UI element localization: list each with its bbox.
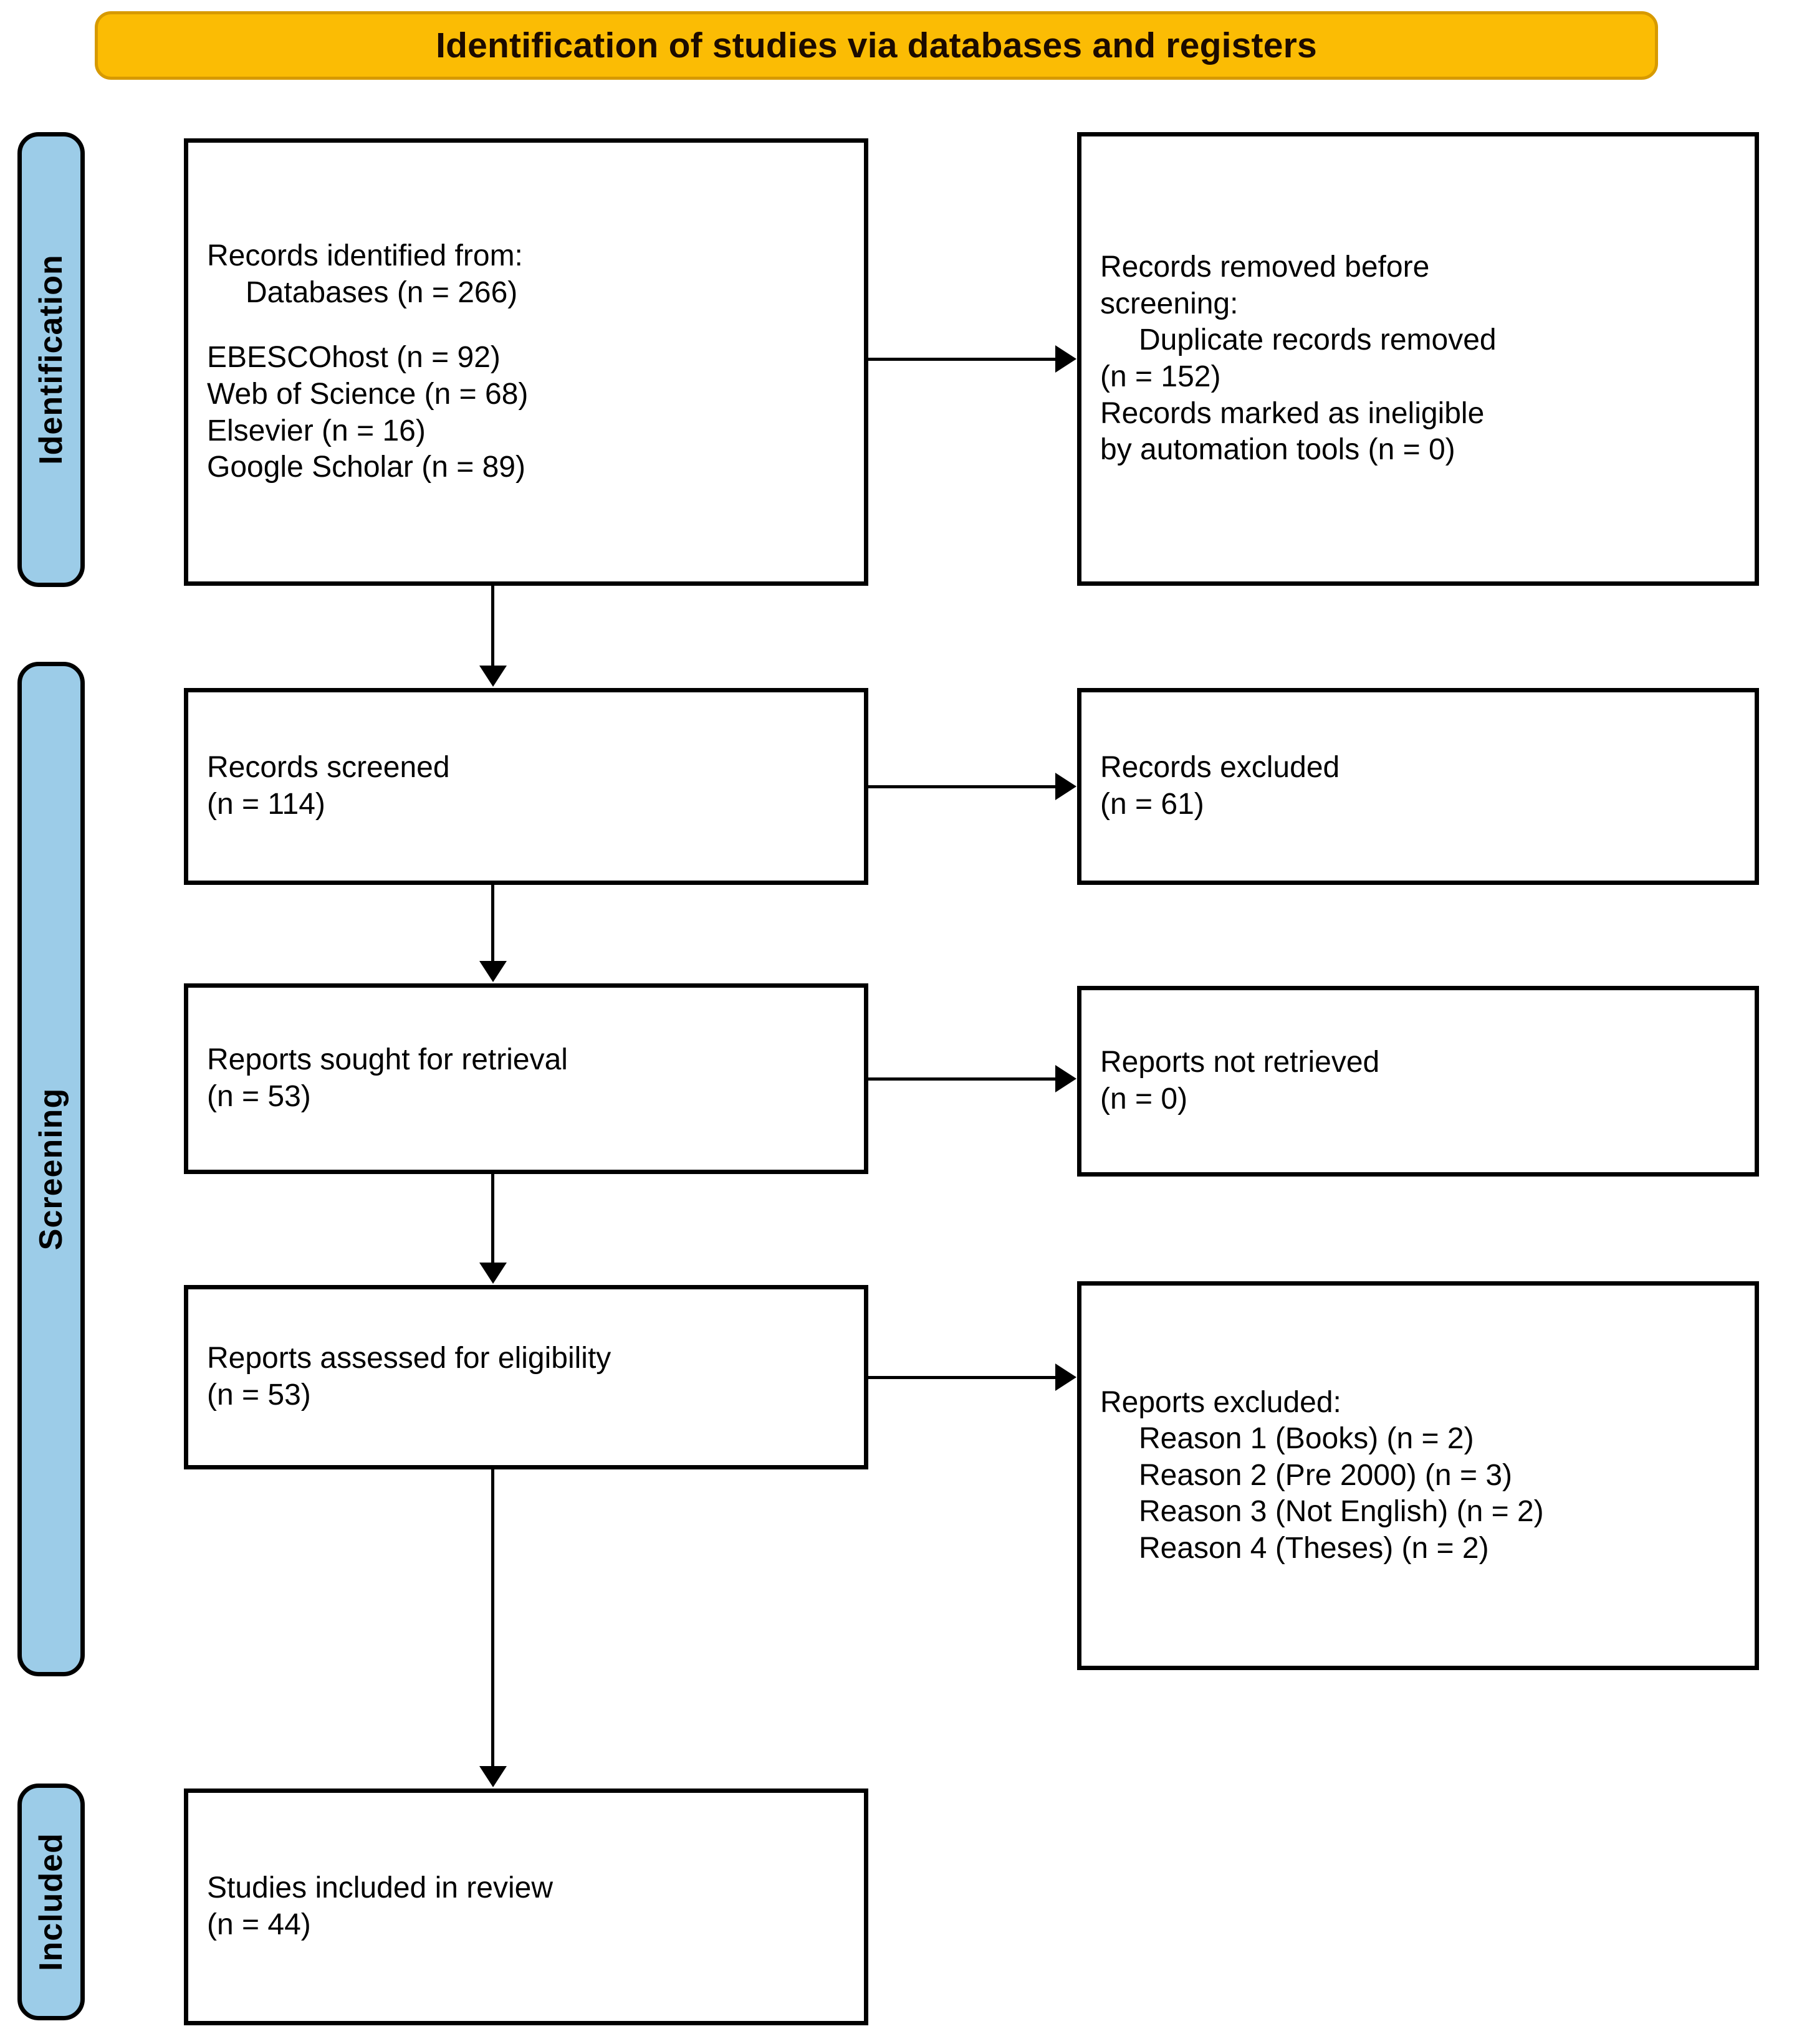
reports-excluded-heading: Reports excluded:	[1100, 1385, 1341, 1419]
reports-excluded-reason-3: Reason 4 (Theses) (n = 2)	[1139, 1531, 1489, 1565]
stage-tab-identification: Identification	[17, 132, 85, 587]
box-reports-sought-for-retrieval: Reports sought for retrieval (n = 53)	[184, 983, 868, 1174]
connector-screened-to-sought	[491, 885, 494, 961]
connector-assessed-to-included	[491, 1469, 494, 1766]
records-removed-heading-italic-screening: screening	[1100, 287, 1230, 320]
records-identified-heading: Records identified from:	[207, 239, 523, 273]
records-ineligible-automation-line1: Records marked as ineligible	[1100, 396, 1485, 430]
stage-tab-included: Included	[17, 1784, 85, 2020]
arrowhead-screened-to-excluded	[1055, 773, 1076, 800]
page-title: Identification of studies via databases …	[436, 26, 1317, 65]
reports-assessed-label: Reports assessed for eligibility	[207, 1342, 611, 1375]
connector-sought-to-assessed	[491, 1174, 494, 1263]
duplicate-records-removed-line1: Duplicate records removed	[1139, 323, 1497, 357]
arrowhead-sought-to-assessed	[479, 1263, 507, 1284]
duplicate-records-removed-count: (n = 152)	[1100, 360, 1221, 393]
stage-tab-screening: Screening	[17, 662, 85, 1676]
connector-assessed-to-reports-excluded	[868, 1376, 1055, 1379]
box-records-screened: Records screened (n = 114)	[184, 688, 868, 885]
records-identified-source-0: EBESCOhost (n = 92)	[207, 341, 501, 375]
stage-tab-identification-label: Identification	[33, 254, 69, 465]
reports-excluded-reason-1: Reason 2 (Pre 2000) (n = 3)	[1139, 1458, 1512, 1492]
stage-tab-included-label: Included	[33, 1833, 70, 1971]
reports-sought-count: (n = 53)	[207, 1080, 311, 1113]
reports-excluded-reason-0: Reason 1 (Books) (n = 2)	[1139, 1422, 1474, 1456]
connector-identified-to-removed	[868, 358, 1055, 361]
box-reports-not-retrieved: Reports not retrieved (n = 0)	[1077, 986, 1759, 1177]
studies-included-label: Studies included in review	[207, 1871, 553, 1905]
box-records-excluded: Records excluded (n = 61)	[1077, 688, 1759, 885]
reports-not-retrieved-count: (n = 0)	[1100, 1082, 1188, 1115]
records-removed-heading-line2: screening:	[1100, 286, 1736, 323]
records-identified-databases-total: Databases (n = 266)	[246, 275, 518, 309]
records-ineligible-automation-line2: by automation tools (n = 0)	[1100, 433, 1455, 467]
records-identified-spacer	[207, 311, 845, 340]
arrowhead-assessed-to-reports-excluded	[1055, 1363, 1076, 1391]
records-identified-source-2: Elsevier (n = 16)	[207, 414, 426, 447]
records-excluded-count: (n = 61)	[1100, 788, 1204, 821]
records-removed-heading-plain: Records removed	[1100, 251, 1345, 284]
reports-not-retrieved-label: Reports not retrieved	[1100, 1046, 1380, 1079]
records-screened-label: Records screened	[207, 751, 450, 785]
box-records-removed-before-screening: Records removed before screening: Duplic…	[1077, 132, 1759, 586]
connector-sought-to-not-retrieved	[868, 1077, 1055, 1081]
arrowhead-assessed-to-included	[479, 1766, 507, 1787]
box-studies-included-in-review: Studies included in review (n = 44)	[184, 1788, 868, 2025]
reports-sought-label: Reports sought for retrieval	[207, 1043, 568, 1077]
arrowhead-identified-to-screened	[479, 666, 507, 687]
reports-assessed-count: (n = 53)	[207, 1378, 311, 1411]
arrowhead-sought-to-not-retrieved	[1055, 1065, 1076, 1092]
reports-excluded-reason-2: Reason 3 (Not English) (n = 2)	[1139, 1495, 1544, 1529]
box-records-identified: Records identified from: Databases (n = …	[184, 138, 868, 586]
box-reports-assessed-for-eligibility: Reports assessed for eligibility (n = 53…	[184, 1285, 868, 1469]
records-identified-source-1: Web of Science (n = 68)	[207, 378, 529, 411]
records-removed-heading-colon: :	[1230, 287, 1239, 320]
box-reports-excluded: Reports excluded: Reason 1 (Books) (n = …	[1077, 1281, 1759, 1670]
stage-tab-screening-label: Screening	[33, 1087, 70, 1251]
studies-included-count: (n = 44)	[207, 1908, 311, 1941]
arrowhead-identified-to-removed	[1055, 345, 1076, 373]
records-removed-heading-line1: Records removed before	[1100, 249, 1736, 286]
arrowhead-screened-to-sought	[479, 961, 507, 982]
records-identified-source-3: Google Scholar (n = 89)	[207, 451, 525, 484]
connector-identified-to-screened	[491, 586, 494, 668]
diagram-header-banner: Identification of studies via databases …	[95, 11, 1658, 80]
records-excluded-label: Records excluded	[1100, 751, 1340, 785]
records-screened-count: (n = 114)	[207, 788, 325, 821]
connector-screened-to-excluded	[868, 785, 1055, 788]
records-removed-heading-italic-before: before	[1344, 251, 1430, 284]
